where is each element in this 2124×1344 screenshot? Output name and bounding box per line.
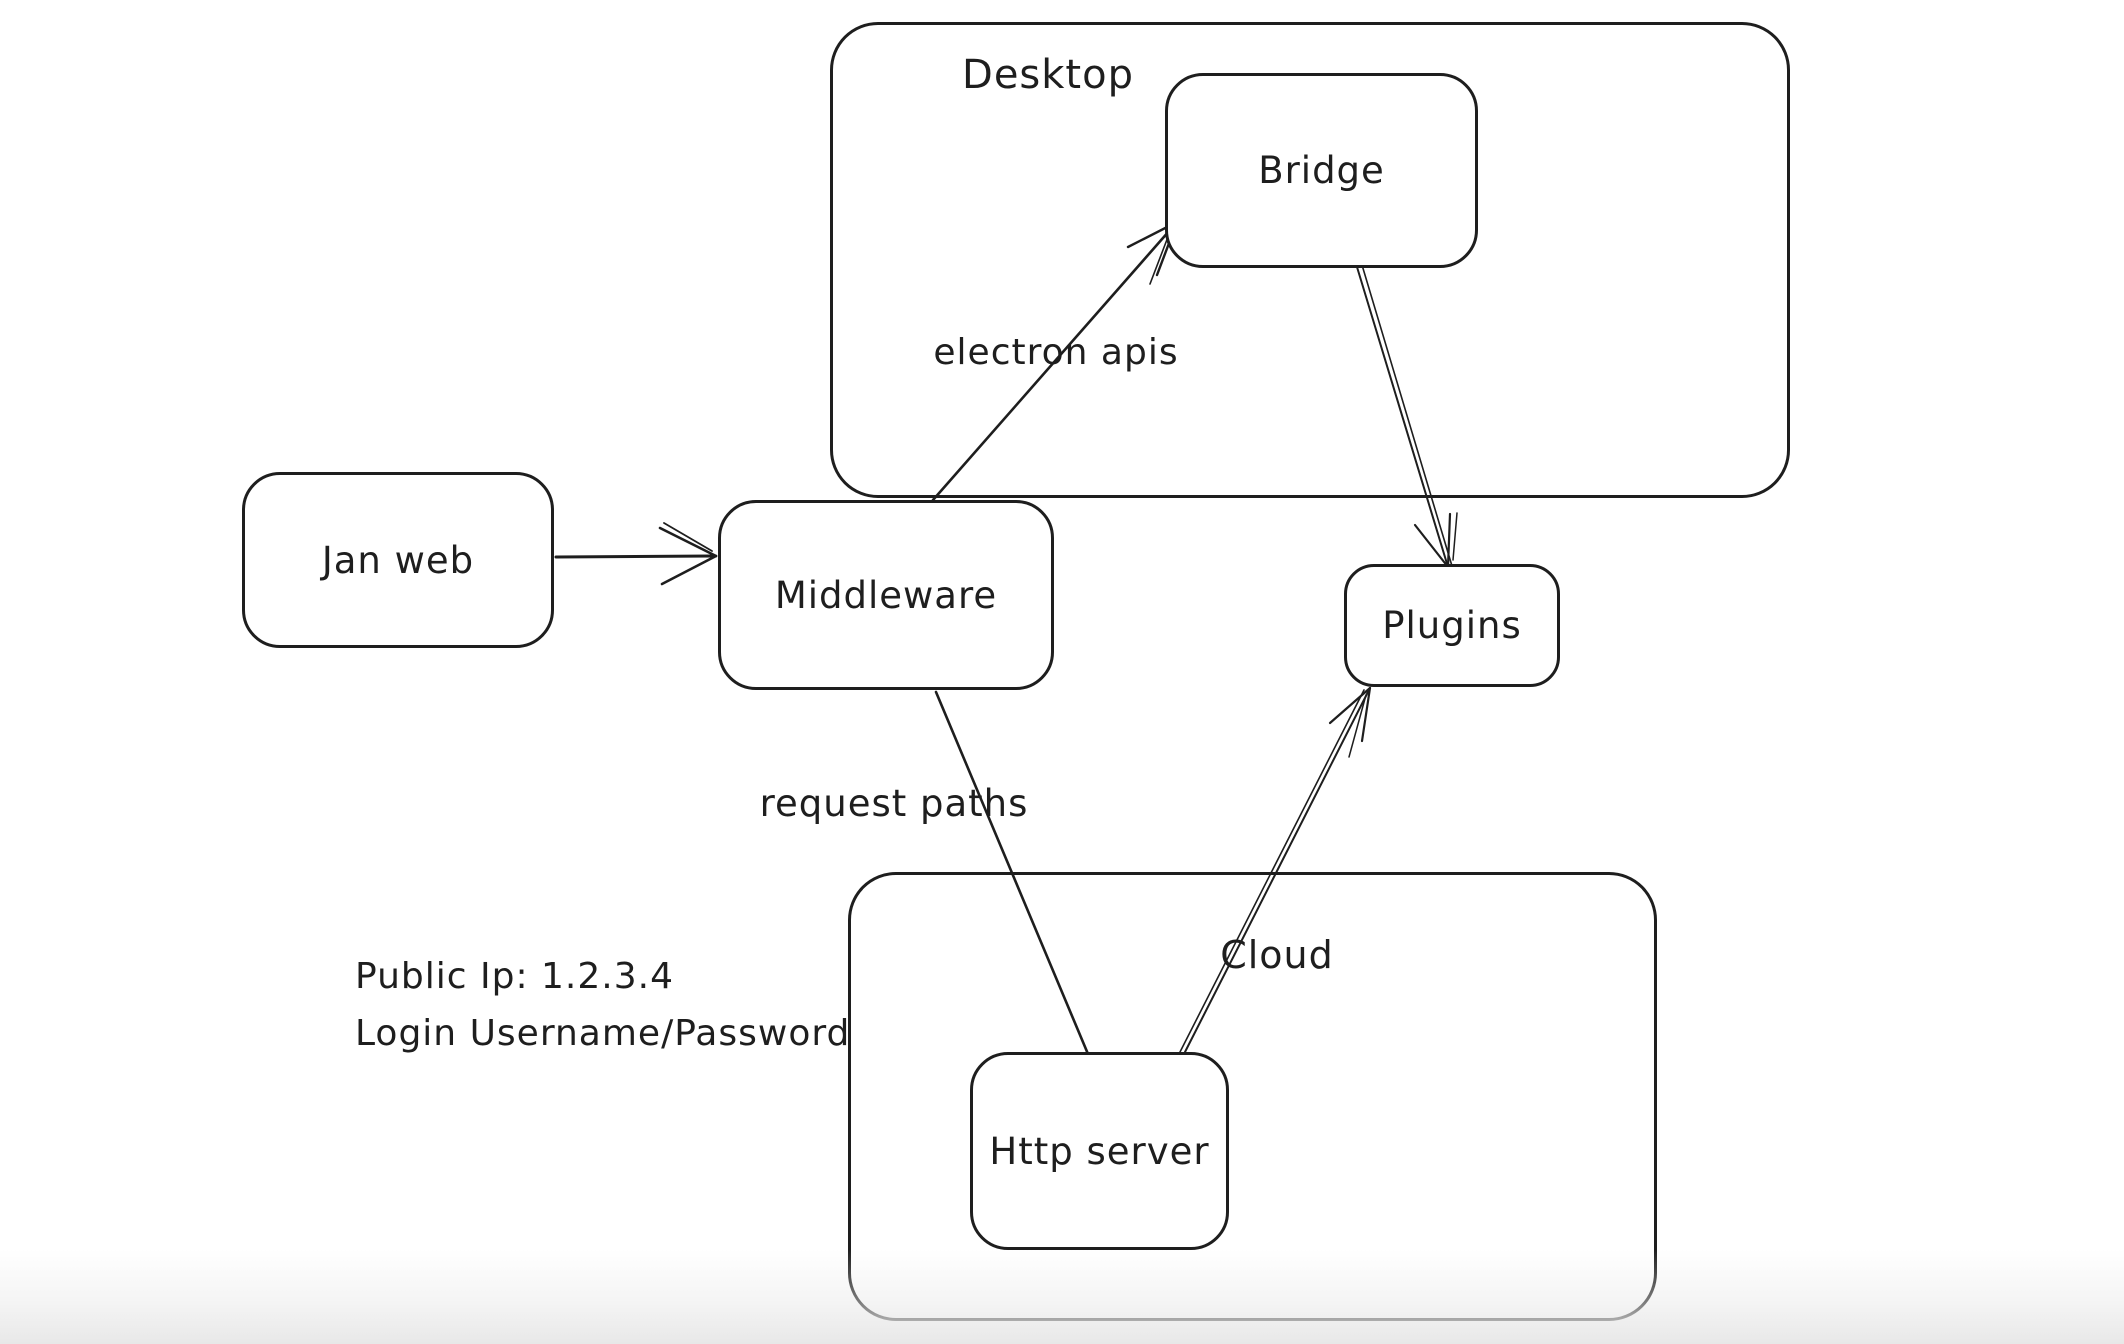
desktop-container [830, 22, 1790, 498]
middleware-label: Middleware [774, 573, 998, 617]
bridge-node: Bridge [1165, 73, 1478, 268]
plugins-label: Plugins [1382, 604, 1522, 647]
login-note: Login Username/Password [355, 1013, 851, 1054]
cloud-container-label: Cloud [1220, 933, 1334, 977]
plugins-node: Plugins [1344, 564, 1560, 687]
bridge-label: Bridge [1258, 149, 1385, 192]
http-server-node: Http server [970, 1052, 1229, 1250]
desktop-container-label: Desktop [962, 52, 1134, 98]
cloud-access-note: Public Ip: 1.2.3.4 Login Username/Passwo… [355, 948, 850, 1062]
jan-web-label: Jan web [321, 538, 475, 582]
edge-janweb-to-middleware [554, 522, 718, 586]
http-server-label: Http server [989, 1129, 1210, 1173]
middleware-node: Middleware [718, 500, 1054, 690]
edge-label-request-paths: request paths [759, 782, 1029, 825]
edge-label-electron-apis: electron apis [933, 332, 1179, 373]
jan-web-node: Jan web [242, 472, 554, 648]
public-ip-note: Public Ip: 1.2.3.4 [355, 956, 674, 997]
